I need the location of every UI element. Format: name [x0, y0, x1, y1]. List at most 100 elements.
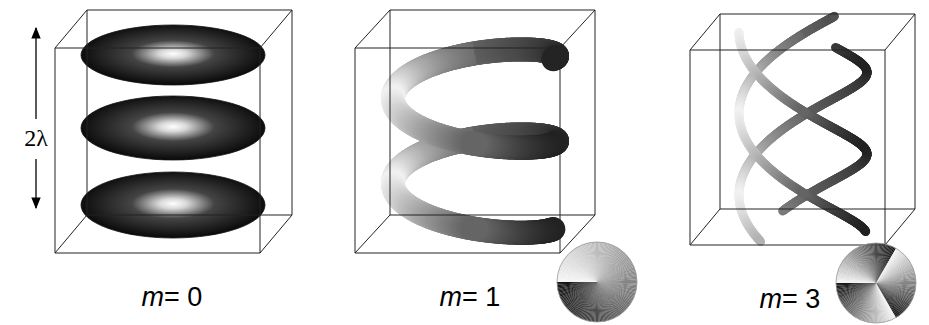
cube-edge: [560, 10, 595, 48]
helix-segment: [759, 240, 760, 241]
phase-wedge: [876, 279, 916, 283]
phase-wedge: [597, 272, 636, 282]
cube-edge: [720, 209, 915, 210]
cube-edge: [55, 48, 56, 253]
wavefront-disc: [81, 96, 265, 160]
cube-edge: [915, 14, 916, 209]
phase-wedge: [597, 282, 604, 322]
cube-edge: [355, 253, 560, 254]
cube-edge: [390, 215, 595, 216]
wireframe-cube: [690, 14, 915, 245]
order-label: m= 3: [760, 284, 821, 315]
cube-edge: [560, 48, 561, 253]
cube-edge: [355, 48, 356, 253]
phase-wedge: [593, 242, 597, 282]
helix-segment: [544, 46, 569, 70]
cube-edge: [690, 245, 885, 246]
phase-wedge: [866, 244, 876, 283]
phase-wedge: [597, 282, 598, 322]
phase-wedge: [872, 243, 876, 283]
phase-wedge: [597, 282, 601, 322]
helix-segment: [545, 44, 569, 68]
phase-wedge: [876, 283, 879, 323]
phase-wedge: [594, 242, 597, 282]
phase-wedge: [868, 244, 876, 283]
cube-edge: [260, 48, 261, 253]
phase-wedge: [591, 242, 597, 282]
cube-edge: [292, 10, 293, 215]
phase-wedge: [557, 282, 597, 283]
cube-edge: [390, 10, 595, 11]
helical-wavefront: [393, 49, 557, 232]
helix-segment: [783, 210, 785, 211]
helix-segment: [541, 47, 566, 71]
cube-edge: [260, 10, 292, 48]
phase-wedge: [869, 243, 876, 283]
helix-segment: [544, 43, 568, 67]
phase-wedge: [876, 283, 884, 322]
phase-wedge: [597, 274, 636, 282]
cube-edge: [690, 209, 720, 245]
cube-edge: [885, 209, 915, 245]
phase-disk: [836, 243, 916, 323]
helix-segment: [543, 46, 568, 70]
phase-disk: [557, 242, 637, 322]
phase-wedge: [876, 282, 916, 283]
phase-wedge: [876, 283, 877, 323]
helix-segment: [803, 188, 805, 198]
cube-edge: [390, 10, 391, 215]
helix-segment: [545, 43, 569, 67]
cube-edge: [55, 10, 87, 48]
wireframe-cube: [355, 10, 595, 253]
dimension-label: 2λ: [23, 125, 49, 153]
helix-segment: [542, 46, 567, 70]
order-label: m= 0: [142, 282, 203, 313]
helix-segment: [833, 12, 834, 22]
phase-wedge: [558, 282, 597, 292]
dimension-line: [35, 159, 36, 208]
order-label: m= 1: [440, 282, 501, 313]
phase-wedge: [597, 275, 637, 282]
intensity-discs: [81, 25, 265, 238]
cube-edge: [355, 215, 390, 253]
cube-edge: [87, 215, 292, 216]
phase-wedge: [597, 282, 605, 321]
phase-wedge: [597, 282, 607, 321]
phase-wedge: [837, 283, 876, 291]
phase-wedge: [876, 283, 882, 323]
phase-wedge: [558, 282, 597, 290]
disk-rim: [836, 243, 916, 323]
helix-segment: [473, 216, 476, 241]
phase-wedge: [870, 243, 876, 283]
phase-wedge: [836, 283, 876, 286]
phase-wedge: [557, 282, 597, 289]
helix-segment: [802, 106, 804, 116]
phase-wedge: [590, 242, 597, 282]
phase-wedge: [597, 276, 637, 282]
helix-segment: [544, 45, 568, 69]
phase-wedge: [836, 283, 876, 287]
phase-wedge: [587, 243, 597, 282]
wavefront-disc: [81, 25, 265, 85]
helix-segment: [541, 41, 566, 65]
cube-edge: [885, 50, 886, 245]
phase-wedge: [873, 243, 876, 283]
phase-wedge: [597, 281, 637, 282]
dimension-line: [35, 28, 36, 119]
phase-wedge: [557, 282, 597, 288]
phase-wedge: [597, 282, 603, 322]
wireframe-cube: [55, 10, 292, 253]
phase-wedge: [875, 243, 876, 283]
cube-edge: [87, 10, 88, 215]
cube-edge: [355, 48, 560, 49]
phase-wedge: [596, 242, 597, 282]
cube-edge: [87, 10, 292, 11]
helix-segment: [836, 43, 837, 53]
helix-segment: [759, 239, 760, 240]
helix-segment: [544, 45, 568, 69]
phase-wedge: [876, 273, 915, 283]
phase-wedge: [589, 243, 597, 282]
phase-wedge: [876, 275, 915, 283]
